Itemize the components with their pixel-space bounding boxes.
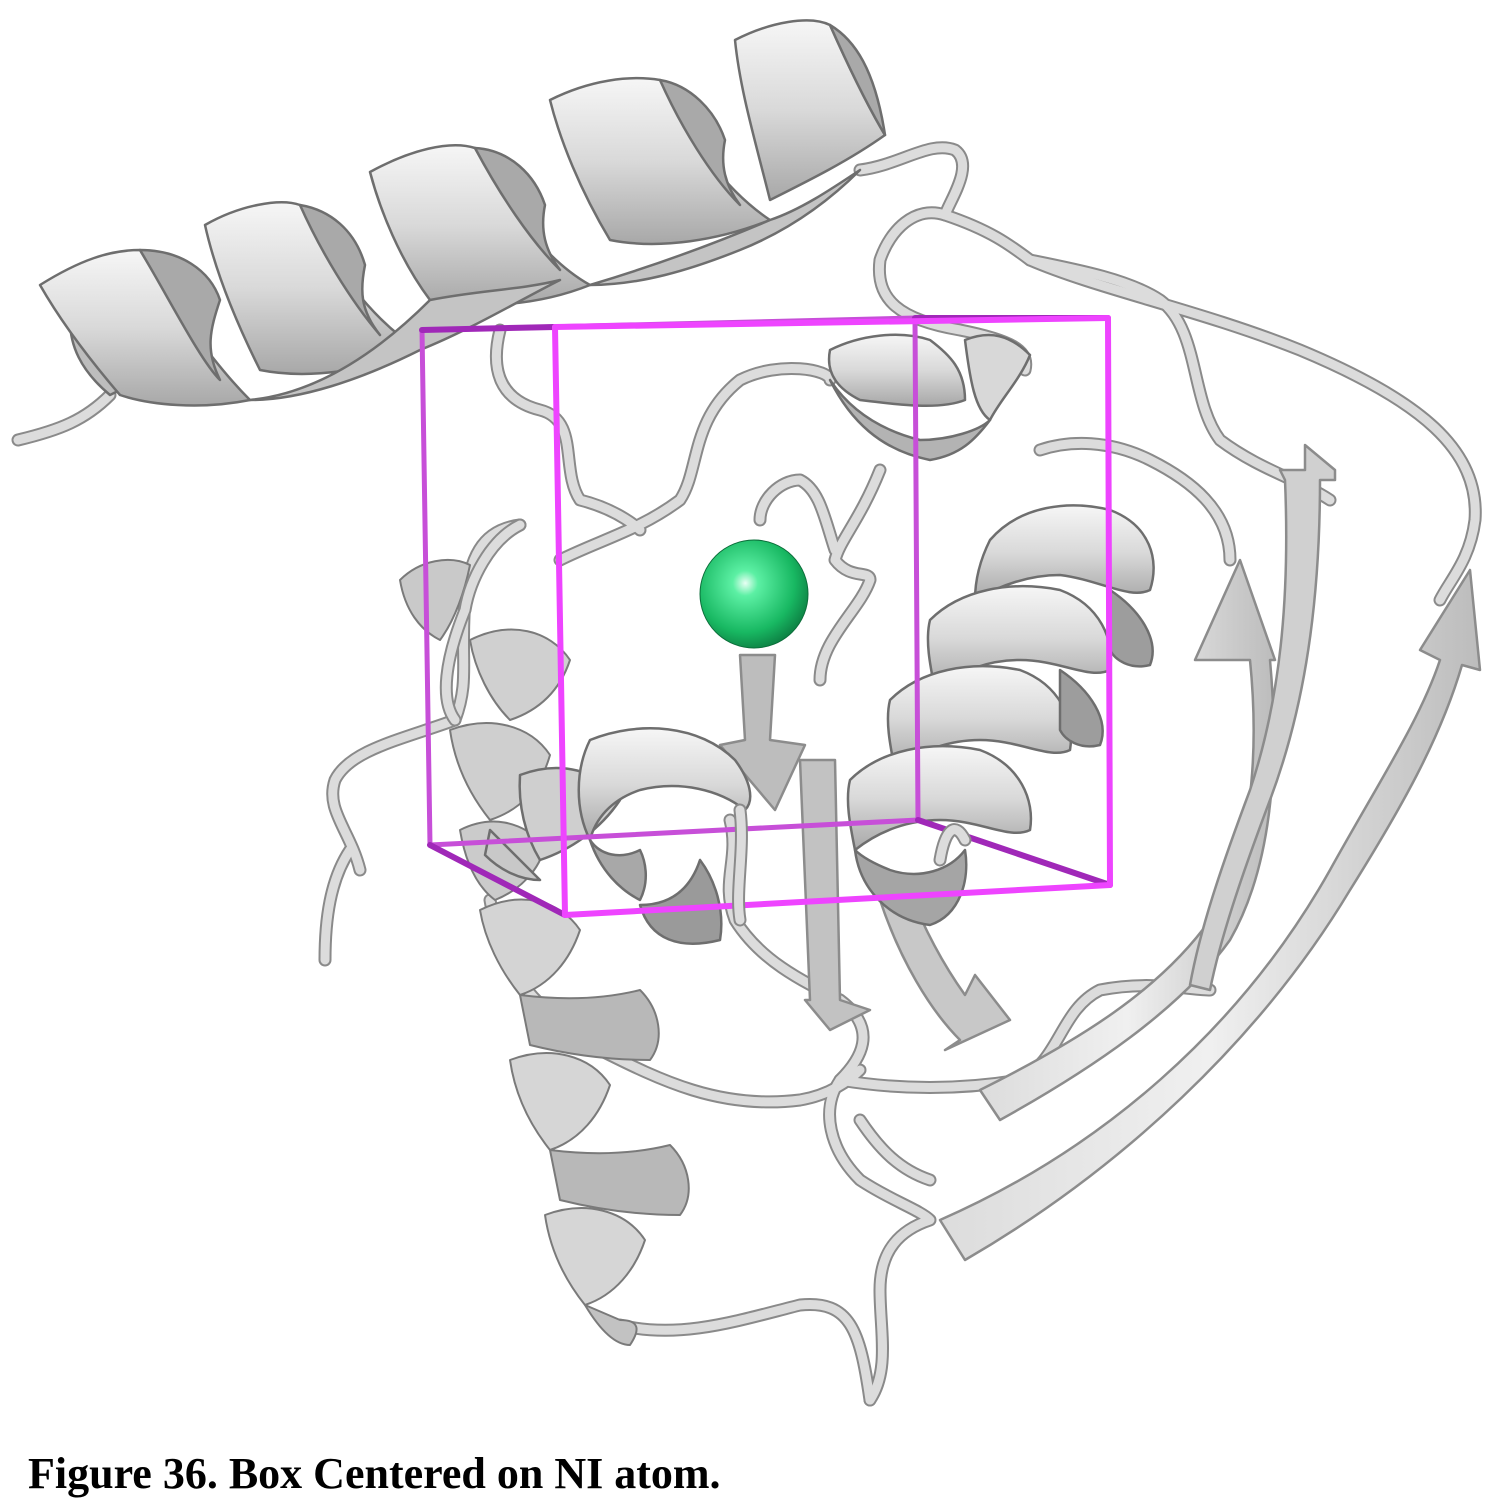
- figure-caption: Figure 36. Box Centered on NI atom.: [28, 1449, 721, 1498]
- beta-strand-outer: [938, 568, 1482, 1262]
- ni-atom: [699, 539, 809, 649]
- protein-structure-render: [11, 19, 1482, 1407]
- helix-box-top: [827, 333, 1032, 462]
- helix-front-box: [483, 727, 752, 945]
- beta-strand-middle: [978, 558, 1277, 1122]
- helix-top: [38, 19, 887, 407]
- grid-box-front-edges: [552, 315, 1113, 918]
- beta-strand-upper: [1188, 443, 1337, 992]
- helix-bottom: [479, 898, 690, 1346]
- helix-right: [846, 504, 1155, 927]
- beta-strand-center: [718, 653, 807, 812]
- coil-loops-front: [439, 518, 972, 927]
